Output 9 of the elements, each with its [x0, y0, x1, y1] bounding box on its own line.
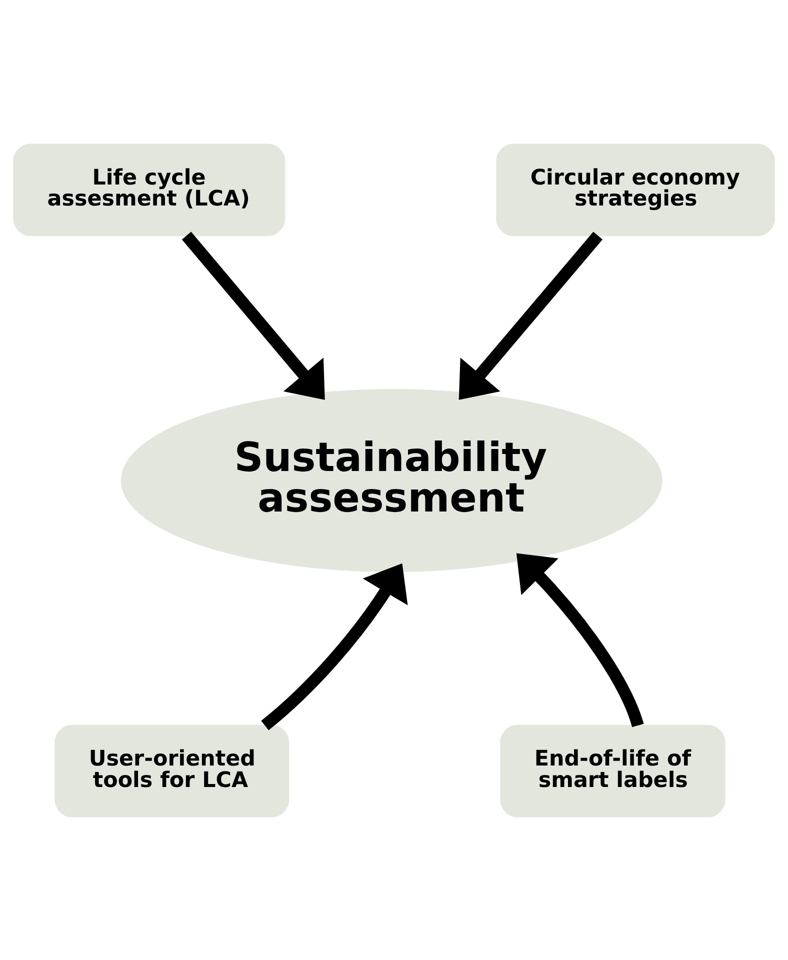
arrow: [458, 231, 603, 400]
node-box: End-of-life of smart labels: [500, 724, 726, 817]
node-ellipse: Sustainability assessment: [120, 388, 662, 572]
arrow: [516, 552, 644, 727]
arrow: [261, 562, 408, 730]
arrow: [182, 231, 325, 400]
node-box: User-oriented tools for LCA: [54, 724, 290, 817]
node-box: Life cycle assesment (LCA): [13, 143, 286, 236]
node-box: Circular economy strategies: [496, 143, 775, 236]
